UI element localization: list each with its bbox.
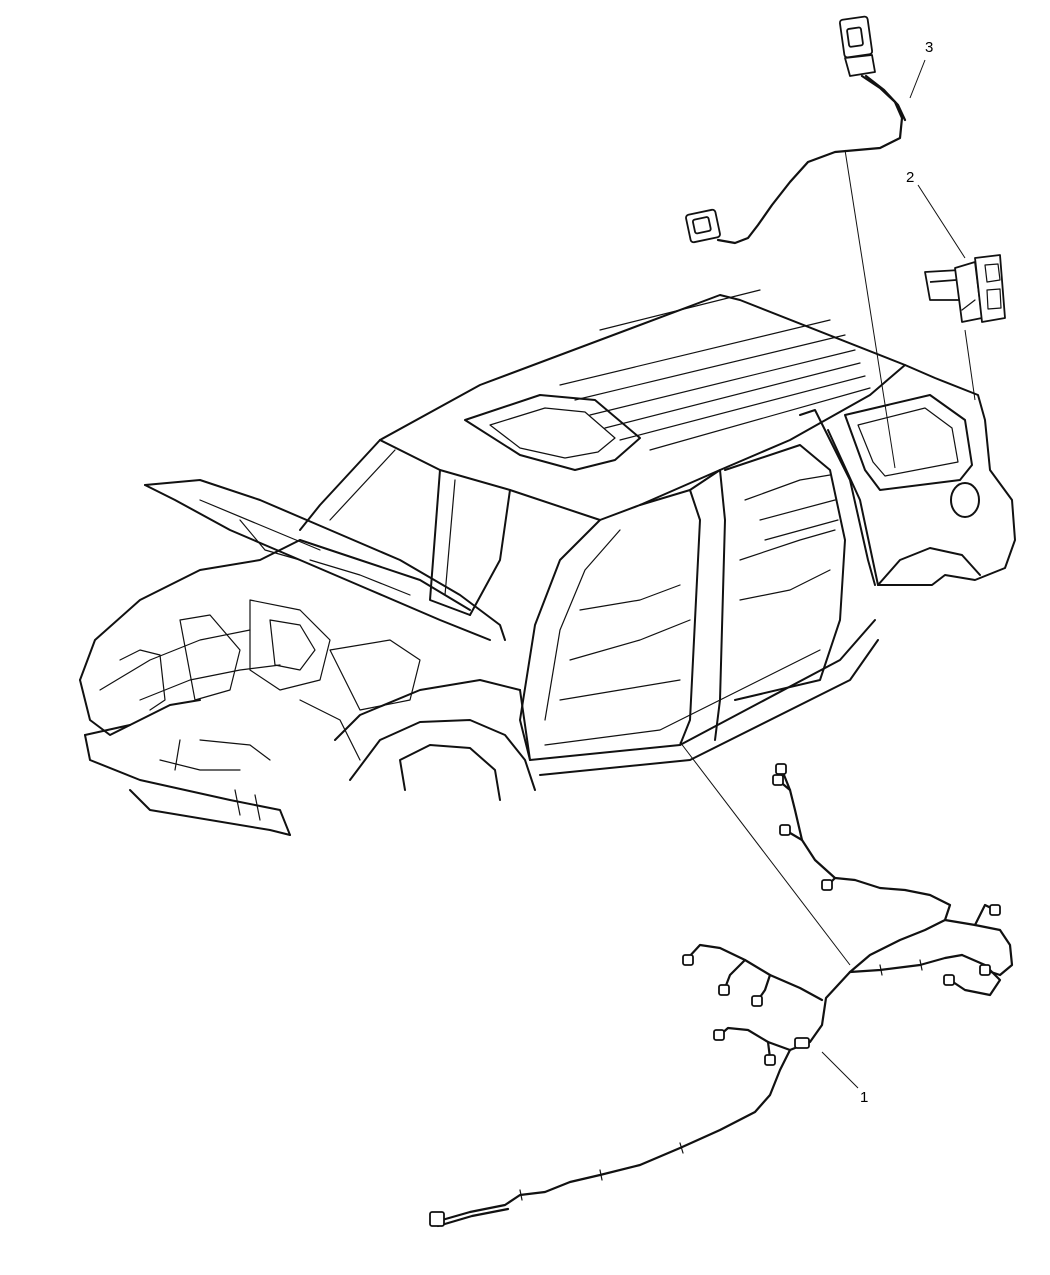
trailer-tow-connector-icon <box>924 254 1006 323</box>
leader-line-1-to-vehicle <box>679 741 851 966</box>
leader-line-3 <box>909 59 926 99</box>
leader-line-2 <box>917 184 966 259</box>
leader-lines <box>679 59 976 1089</box>
wiring-harness-icon <box>429 763 1014 1228</box>
vehicle-body-shell <box>79 289 1016 836</box>
callout-2: 2 <box>906 169 914 186</box>
connector-pigtail-wire-icon <box>685 15 907 245</box>
leader-line-2-to-vehicle <box>964 329 976 401</box>
leader-line-1 <box>821 1051 859 1089</box>
callout-3: 3 <box>925 39 933 56</box>
leader-line-3-to-vehicle <box>844 149 896 469</box>
callout-1: 1 <box>860 1089 868 1106</box>
